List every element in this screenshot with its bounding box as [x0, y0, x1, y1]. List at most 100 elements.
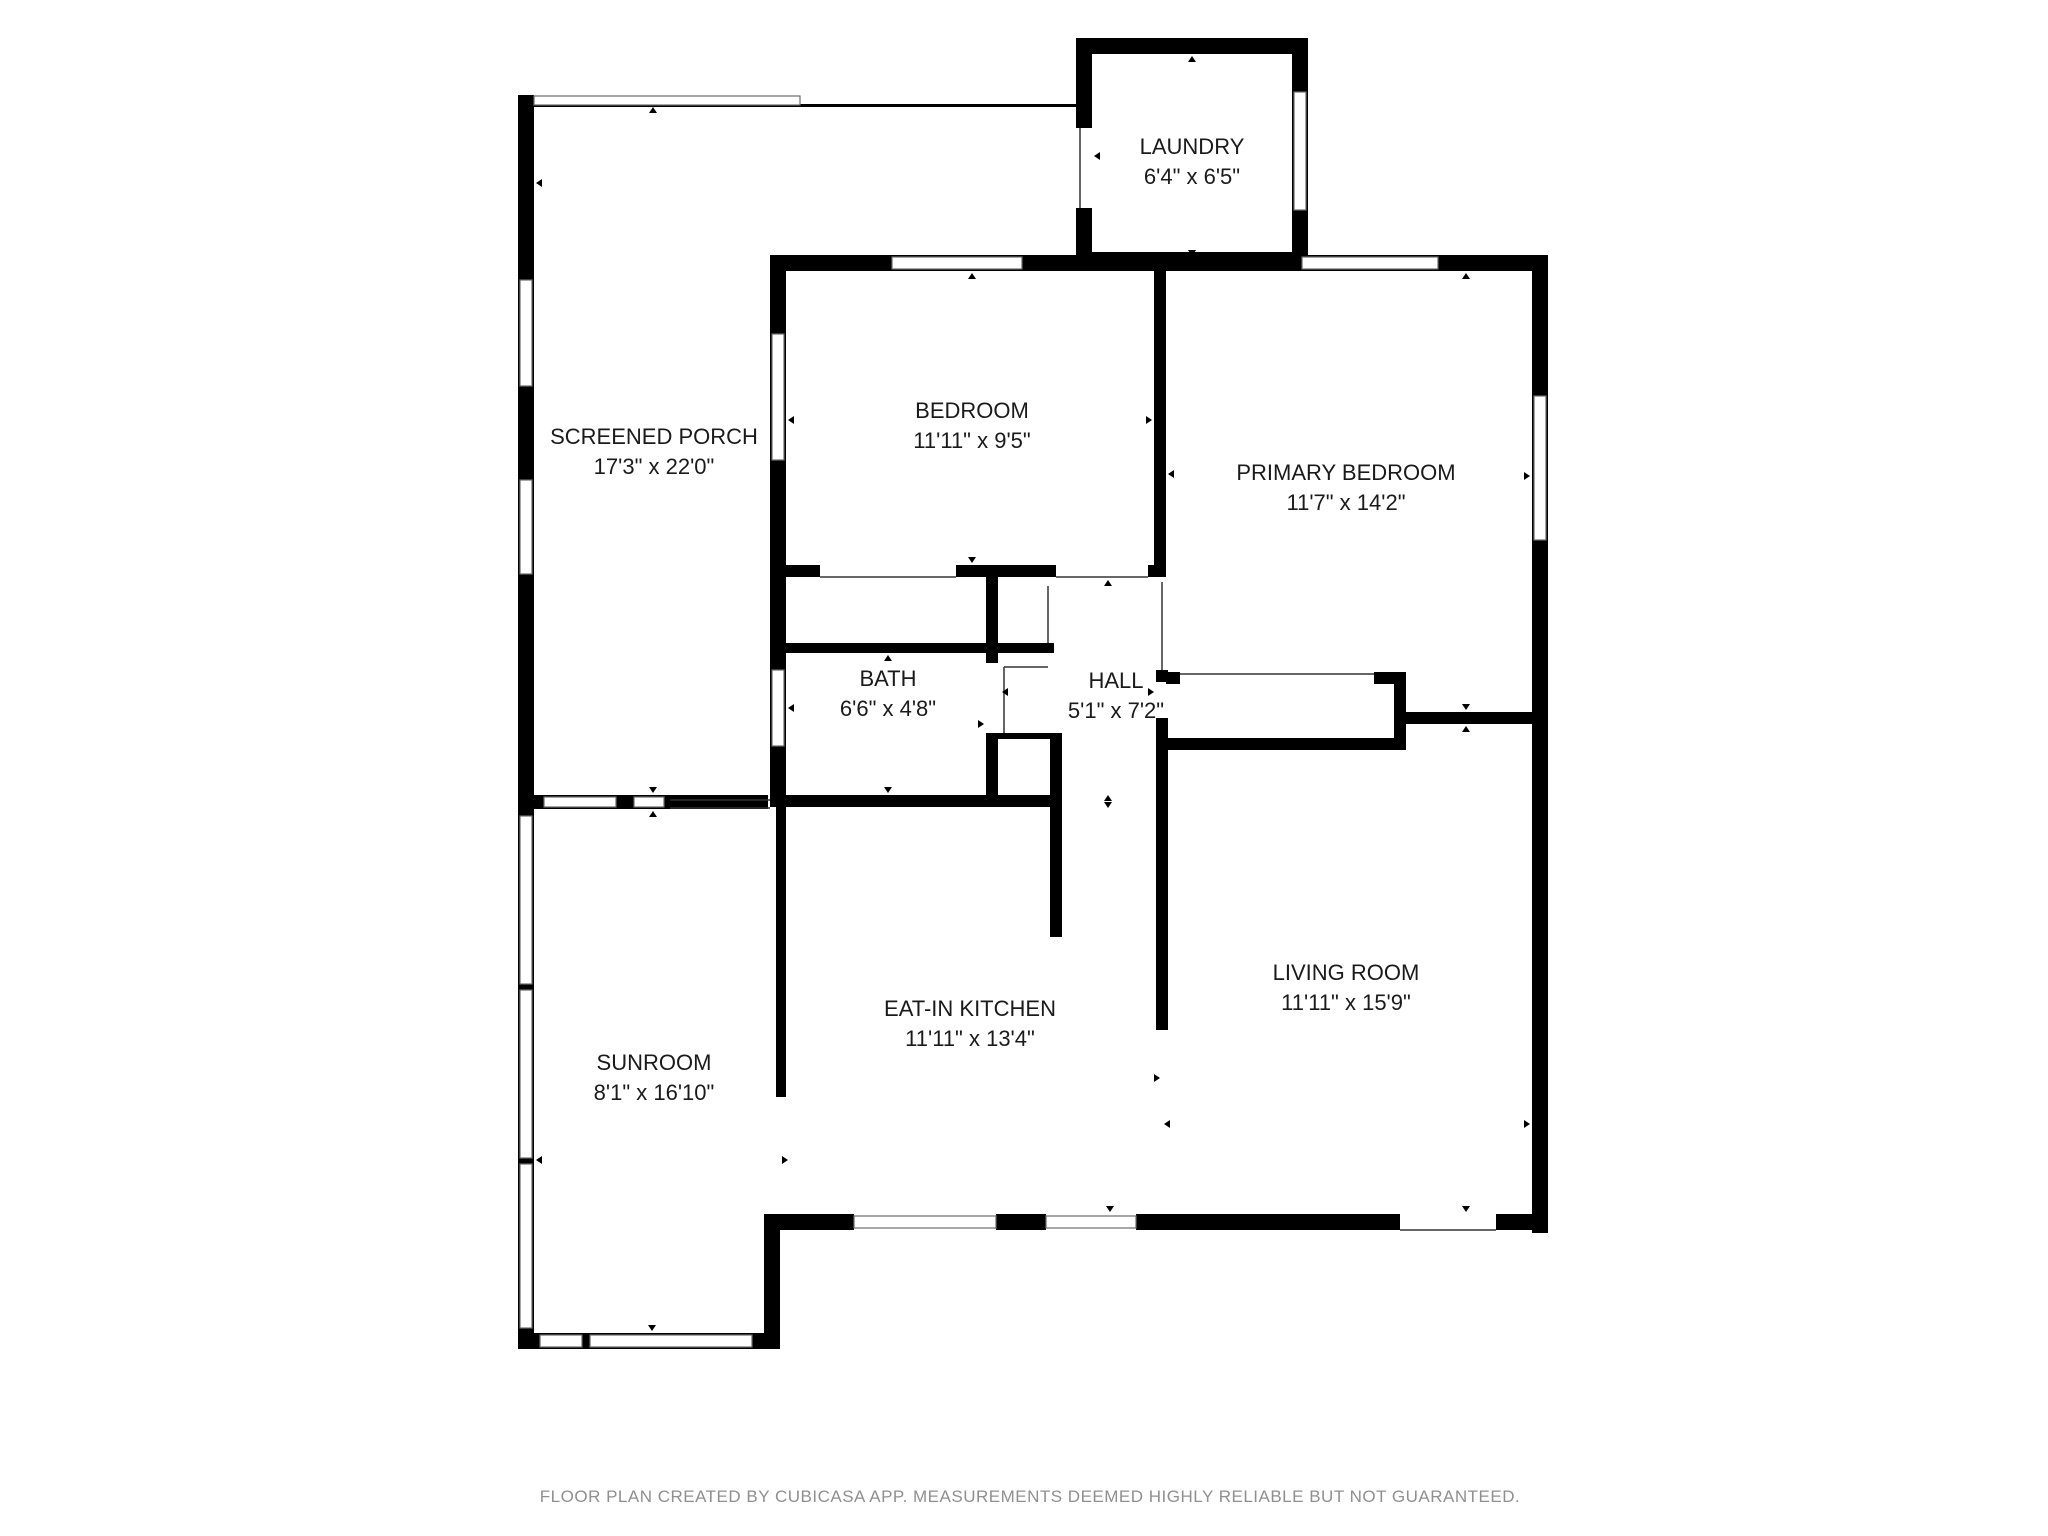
marker: [1462, 1206, 1470, 1212]
marker: [649, 811, 657, 817]
bedroom-dims: 11'11" x 9'5": [913, 428, 1030, 453]
living-north-wall: [1406, 712, 1548, 724]
marker: [788, 704, 794, 712]
kitchen-name: EAT-IN KITCHEN: [884, 996, 1056, 1021]
bedroom-west-window: [771, 333, 785, 461]
primary-bedroom-dims: 11'7" x 14'2": [1286, 490, 1405, 515]
primary-closet-east: [1394, 672, 1406, 750]
marker: [1188, 250, 1196, 256]
kitchen-south-window-1: [853, 1215, 997, 1229]
kitchen-west-wall: [776, 807, 786, 1097]
screened-porch-dims: 17'3" x 22'0": [594, 454, 715, 479]
porch-south-window-1: [543, 796, 617, 808]
marker: [1106, 1206, 1114, 1212]
marker: [1462, 273, 1470, 279]
marker: [1104, 802, 1112, 808]
marker: [1104, 580, 1112, 586]
porch-north-window: [533, 95, 801, 106]
primary-east-window: [1533, 395, 1547, 541]
primary-closet-south: [1166, 738, 1406, 750]
marker: [1146, 416, 1152, 424]
bedroom-north-window: [891, 256, 1023, 270]
house-south-wall-mid: [996, 1214, 1046, 1230]
bath-south-wall: [786, 795, 1062, 807]
house-south-wall-east: [1136, 1214, 1400, 1230]
living-room-name: LIVING ROOM: [1273, 960, 1420, 985]
marker: [1104, 795, 1112, 801]
marker: [536, 179, 542, 187]
sunroom-west-window-1: [519, 815, 533, 985]
marker: [1002, 688, 1008, 696]
room-labels: SCREENED PORCH 17'3" x 22'0" LAUNDRY 6'4…: [550, 134, 1456, 1105]
marker: [968, 273, 976, 279]
hall-name: HALL: [1088, 668, 1143, 693]
marker: [1462, 726, 1470, 732]
primary-closet-north: [1166, 672, 1180, 684]
porch-west-wall: [518, 95, 534, 809]
kitchen-south-window-2: [1045, 1215, 1137, 1229]
laundry-north-wall: [1076, 38, 1308, 54]
bath-niche-wall: [998, 733, 1060, 739]
marker: [649, 787, 657, 793]
bedroom-south-wall-b: [956, 565, 1056, 577]
living-west-wall: [1156, 718, 1168, 1030]
marker: [1524, 472, 1530, 480]
bedroom-name: BEDROOM: [915, 398, 1029, 423]
marker: [1462, 704, 1470, 710]
marker: [1168, 470, 1174, 478]
closet-south-wall: [786, 643, 1054, 653]
porch-north-rail: [534, 104, 1080, 107]
living-room-dims: 11'11" x 15'9": [1281, 990, 1411, 1015]
laundry-east-window: [1293, 91, 1307, 211]
marker: [1148, 688, 1154, 696]
laundry-dims: 6'4" x 6'5": [1144, 164, 1240, 189]
kitchen-dims: 11'11" x 13'4": [905, 1026, 1035, 1051]
bedroom-south-wall-c: [1148, 565, 1166, 577]
bath-west-window: [771, 669, 785, 747]
sunroom-name: SUNROOM: [597, 1050, 712, 1075]
marker: [782, 1156, 788, 1164]
primary-north-window: [1301, 256, 1439, 270]
laundry-name: LAUNDRY: [1140, 134, 1245, 159]
sunroom-south-window-1: [539, 1334, 583, 1348]
sunroom-dims: 8'1" x 16'10": [594, 1080, 715, 1105]
house-south-wall-corner: [1496, 1214, 1548, 1230]
laundry-west-wall-lower: [1076, 208, 1092, 262]
hall-dims: 5'1" x 7'2": [1068, 698, 1164, 723]
marker: [1164, 1120, 1170, 1128]
windows: [519, 91, 1547, 1348]
marker: [1094, 152, 1100, 160]
marker: [884, 787, 892, 793]
marker: [884, 655, 892, 661]
bedroom-primary-divider: [1154, 271, 1166, 577]
marker: [1154, 1074, 1160, 1082]
porch-west-window-2: [519, 479, 533, 575]
marker: [1524, 1120, 1530, 1128]
porch-south-window-2: [633, 796, 665, 808]
sunroom-south-window-2: [589, 1334, 753, 1348]
bedroom-south-wall-a: [786, 565, 820, 577]
sunroom-east-wall: [764, 1214, 780, 1349]
bath-east-wall-lower: [986, 733, 998, 803]
dimension-markers: [536, 56, 1530, 1331]
bath-dims: 6'6" x 4'8": [840, 696, 936, 721]
kitchen-partition: [1050, 733, 1062, 937]
walls: [518, 38, 1548, 1349]
porch-west-window-1: [519, 279, 533, 387]
marker: [536, 1156, 542, 1164]
marker: [648, 1325, 656, 1331]
hall-east-wall-upper: [1156, 670, 1168, 682]
house-south-wall-west: [764, 1214, 854, 1230]
openings: [670, 128, 1496, 1231]
marker: [649, 107, 657, 113]
marker: [788, 416, 794, 424]
screened-porch-name: SCREENED PORCH: [550, 424, 758, 449]
sunroom-west-window-2: [519, 989, 533, 1159]
sunroom-west-window-3: [519, 1163, 533, 1329]
marker: [1188, 56, 1196, 62]
bath-name: BATH: [859, 666, 916, 691]
laundry-west-wall: [1076, 38, 1092, 128]
primary-bedroom-name: PRIMARY BEDROOM: [1236, 460, 1455, 485]
floor-plan-disclaimer: FLOOR PLAN CREATED BY CUBICASA APP. MEAS…: [540, 1487, 1520, 1506]
